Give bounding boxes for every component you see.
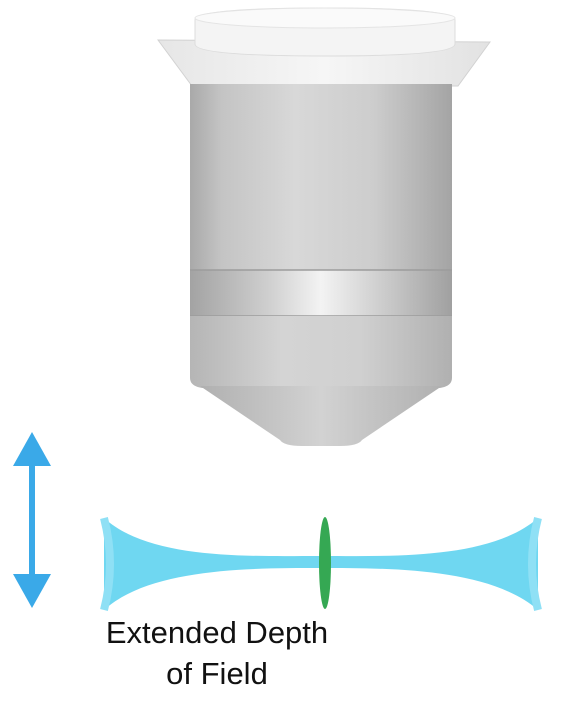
depth-of-field-caption: Extended Depth of Field <box>92 612 342 694</box>
caption-line-2: of Field <box>166 656 268 691</box>
beam-right-edge <box>528 516 542 612</box>
objective-lower-body <box>190 316 452 388</box>
objective-body <box>190 84 452 270</box>
beam-left-edge <box>100 516 114 612</box>
objective-lens-icon <box>157 7 491 446</box>
objective-tip <box>200 386 442 446</box>
objective-focus-band <box>190 270 452 316</box>
focal-plane-marker-icon <box>319 517 331 609</box>
vertical-double-arrow-icon <box>13 432 51 608</box>
objective-top-surface <box>194 7 456 29</box>
caption-line-1: Extended Depth <box>105 615 329 650</box>
